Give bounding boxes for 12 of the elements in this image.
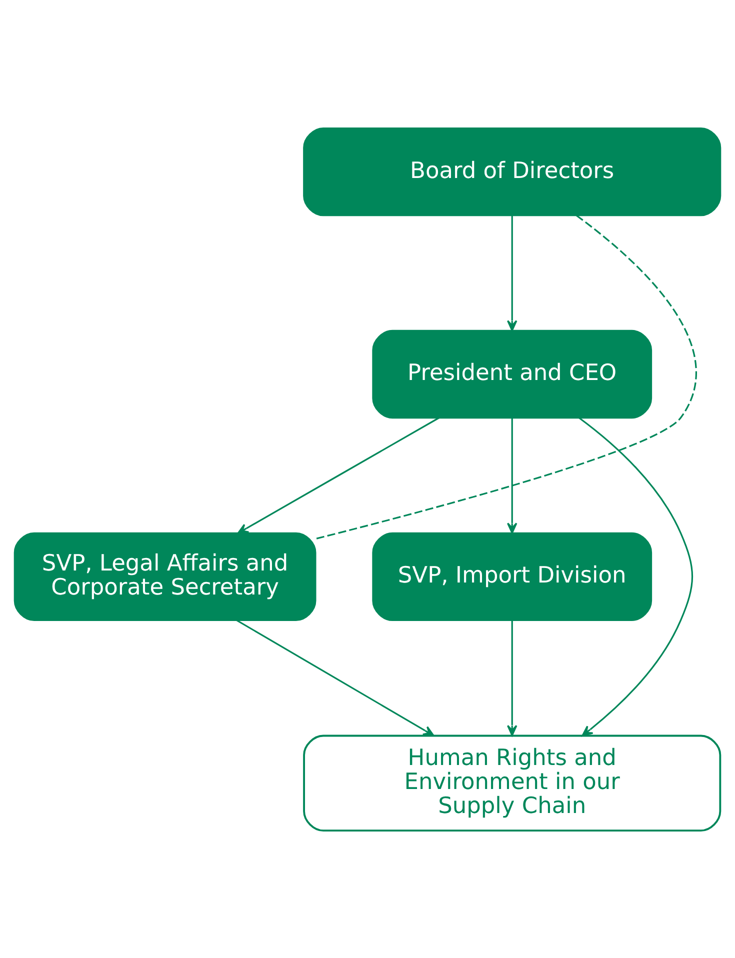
arrow — [506, 418, 518, 534]
arrow — [506, 215, 518, 331]
node-box: SVP, Legal Affairs and Corporate Secretary — [14, 532, 316, 621]
node-box: Board of Directors — [303, 126, 722, 216]
arrow — [237, 416, 440, 534]
connector — [315, 214, 696, 540]
arrow — [236, 619, 434, 736]
arrow — [578, 416, 694, 736]
node-box: SVP, Import Division — [372, 532, 652, 621]
node-box: Human Rights and Environment in our Supply Chain — [303, 734, 722, 832]
arrow — [506, 620, 518, 736]
node-box: President and CEO — [372, 329, 652, 418]
